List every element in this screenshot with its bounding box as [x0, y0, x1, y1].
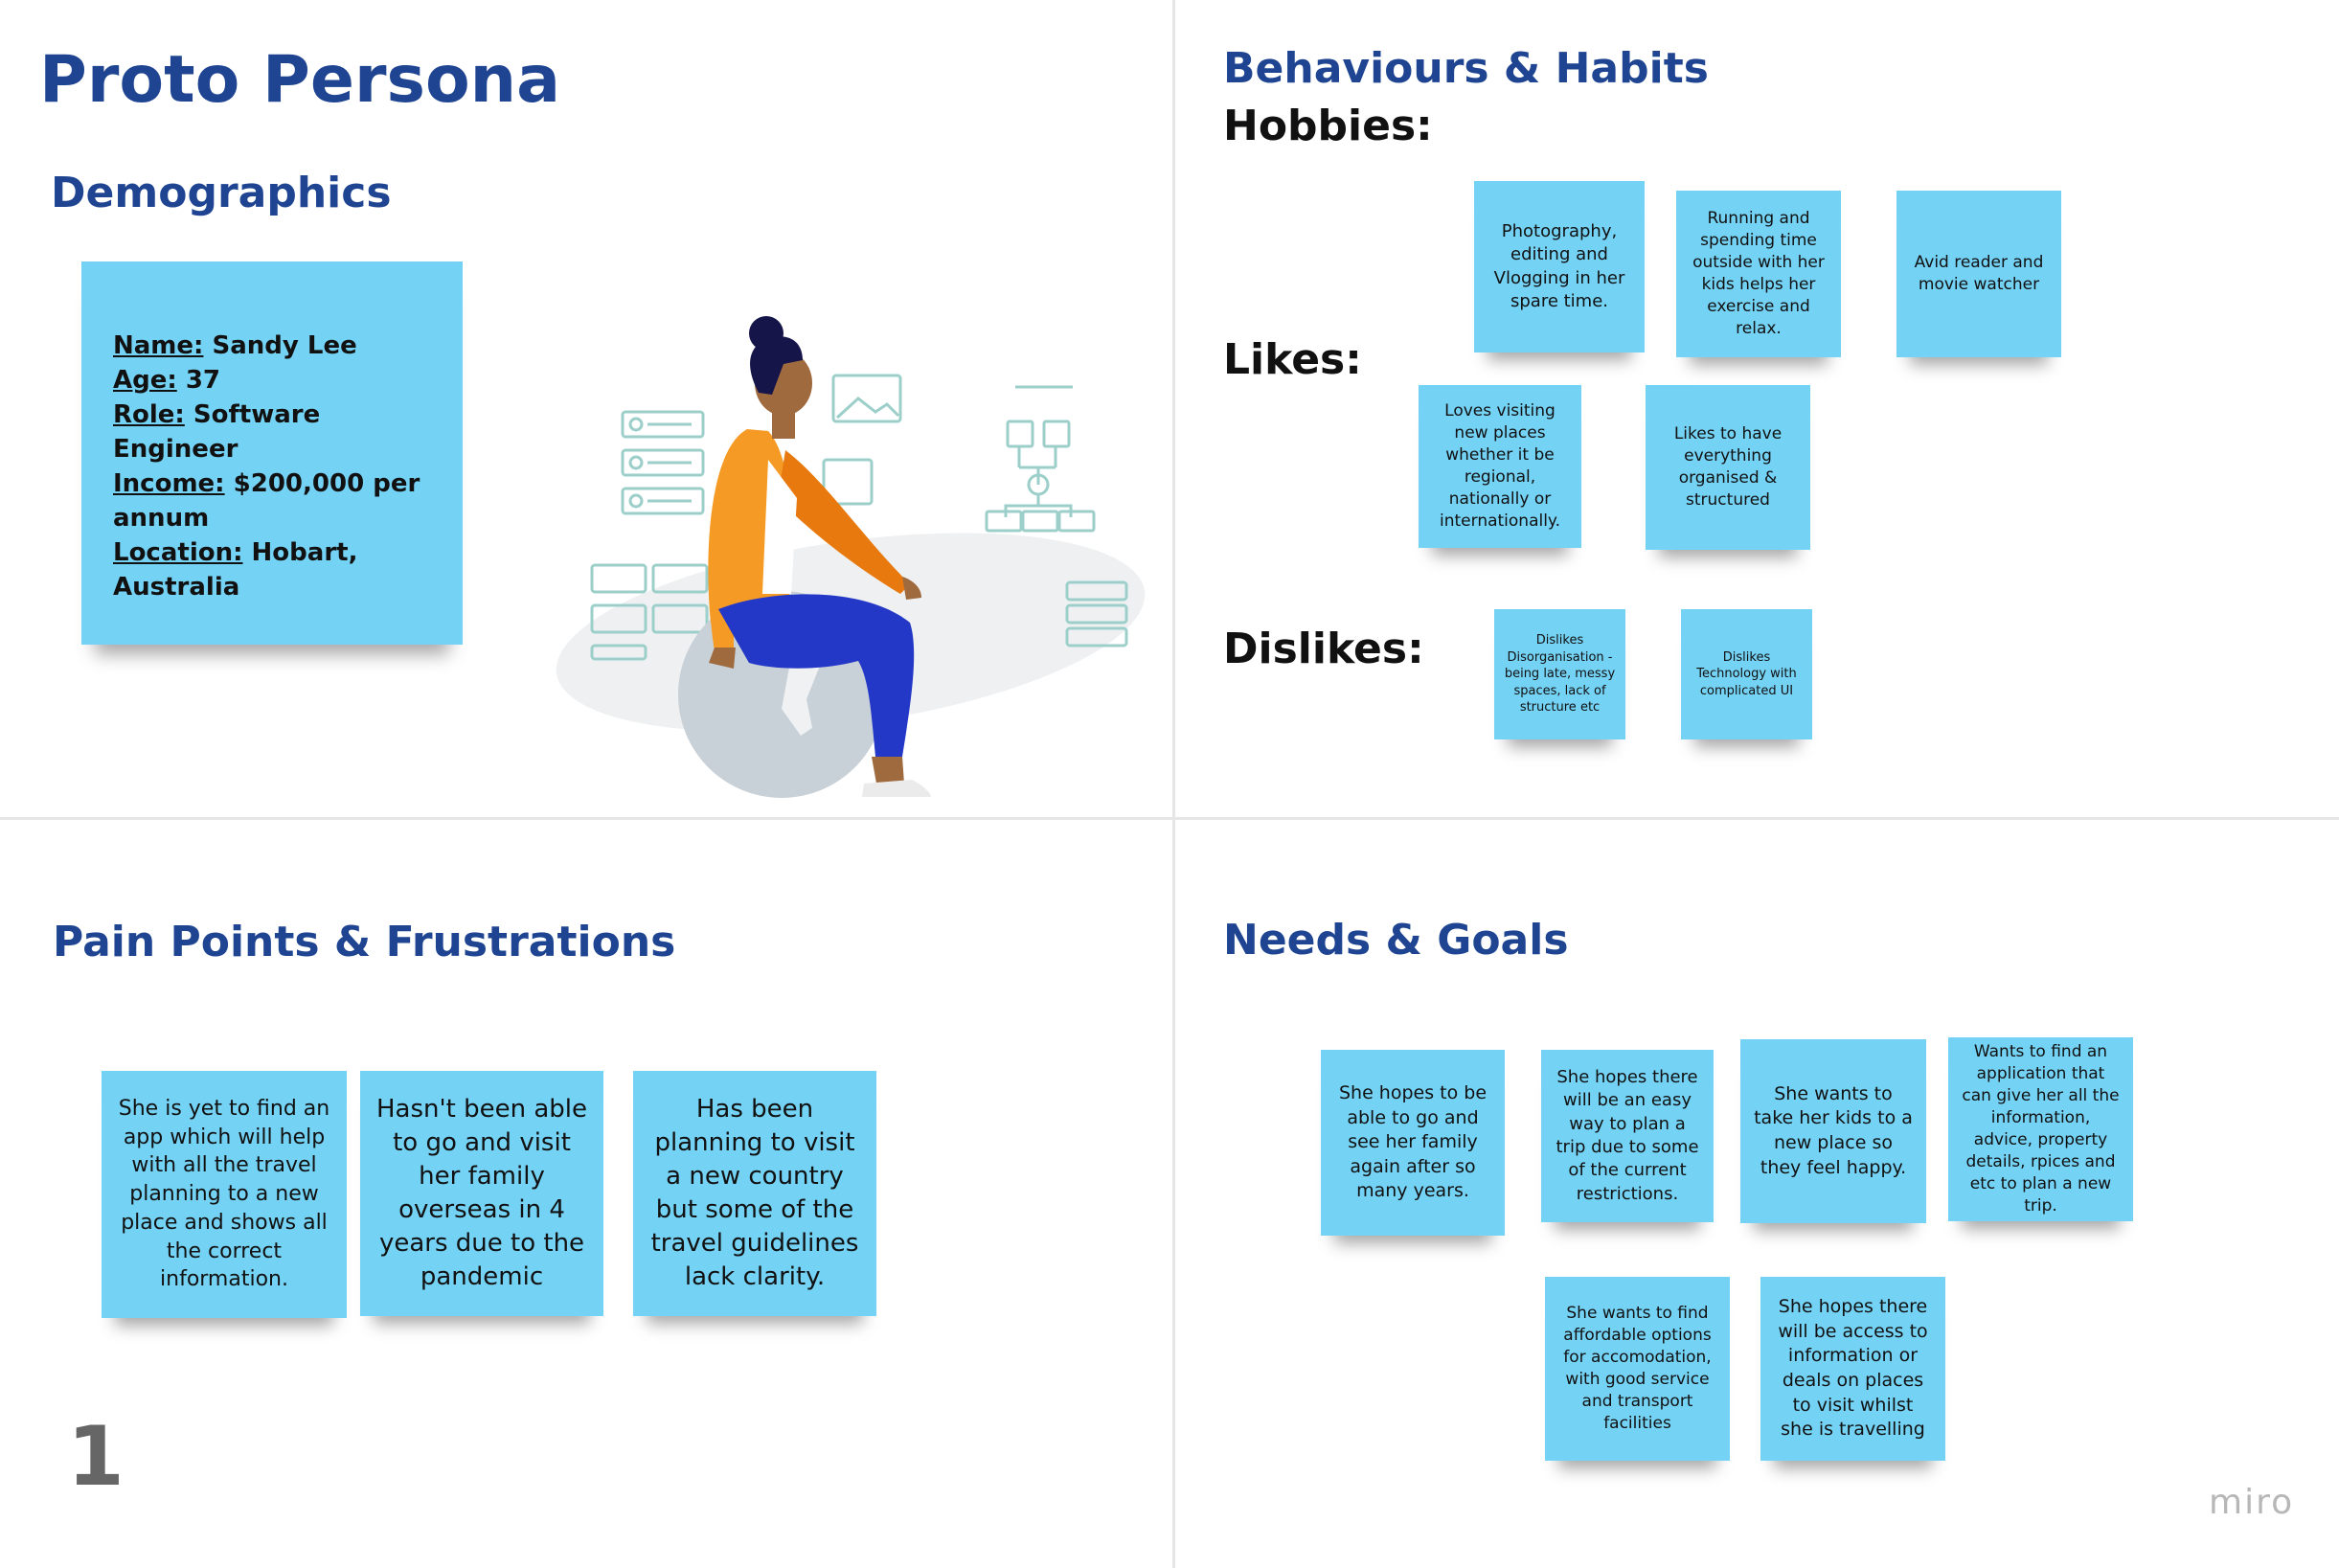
needs-goals-heading: Needs & Goals: [1223, 916, 1569, 965]
demographic-income: Income: $200,000 per annum: [113, 469, 420, 533]
dislike-note[interactable]: Dislikes Technology with complicated UI: [1681, 609, 1812, 739]
demographic-name: Name: Sandy Lee: [113, 331, 357, 360]
demographic-role: Role: Software Engineer: [113, 400, 321, 464]
goal-note[interactable]: She hopes to be able to go and see her f…: [1321, 1050, 1505, 1236]
pain-point-note[interactable]: Has been planning to visit a new country…: [633, 1071, 876, 1316]
hobby-note[interactable]: Running and spending time outside with h…: [1676, 191, 1841, 357]
pain-points-heading: Pain Points & Frustrations: [53, 918, 676, 966]
persona-illustration: [556, 316, 1146, 798]
behaviours-heading: Behaviours & Habits: [1223, 44, 1709, 93]
vertical-divider: [1172, 0, 1175, 1568]
hobby-note[interactable]: Avid reader and movie watcher: [1896, 191, 2061, 357]
demographic-age: Age: 37: [113, 366, 220, 395]
demographics-heading: Demographics: [51, 169, 392, 217]
likes-label: Likes:: [1223, 335, 1362, 384]
page-number: 1: [67, 1409, 125, 1505]
pain-point-note[interactable]: She is yet to find an app which will hel…: [102, 1071, 347, 1318]
miro-logo: miro: [2209, 1483, 2295, 1522]
goal-note[interactable]: She hopes there will be access to inform…: [1760, 1277, 1945, 1461]
hobbies-label: Hobbies:: [1223, 102, 1433, 150]
demographic-location: Location: Hobart, Australia: [113, 538, 358, 602]
like-note[interactable]: Likes to have everything organised & str…: [1646, 385, 1810, 550]
dislike-note[interactable]: Dislikes Disorganisation - being late, m…: [1494, 609, 1625, 739]
goal-note[interactable]: She hopes there will be an easy way to p…: [1541, 1050, 1714, 1222]
hobby-note[interactable]: Photography, editing and Vlogging in her…: [1474, 181, 1645, 352]
goal-note[interactable]: Wants to find an application that can gi…: [1948, 1037, 2133, 1221]
pain-point-note[interactable]: Hasn't been able to go and visit her fam…: [360, 1071, 603, 1316]
page-title: Proto Persona: [39, 42, 560, 118]
dislikes-label: Dislikes:: [1223, 625, 1424, 673]
demographics-card[interactable]: Name: Sandy Lee Age: 37 Role: Software E…: [81, 261, 463, 645]
horizontal-divider: [0, 817, 2339, 820]
goal-note[interactable]: She wants to take her kids to a new plac…: [1740, 1039, 1926, 1223]
like-note[interactable]: Loves visiting new places whether it be …: [1419, 385, 1581, 548]
goal-note[interactable]: She wants to find affordable options for…: [1545, 1277, 1730, 1461]
